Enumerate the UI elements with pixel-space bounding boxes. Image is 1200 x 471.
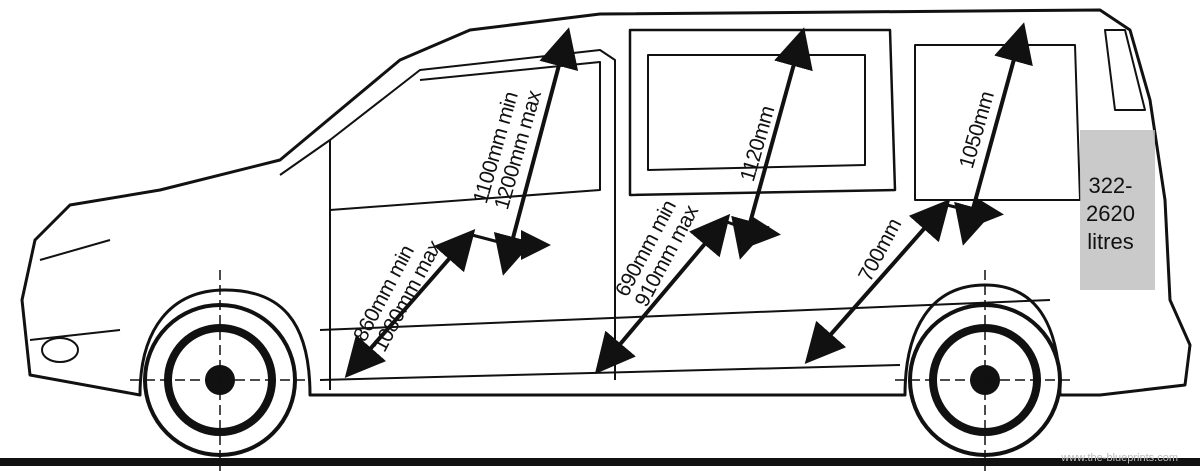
watermark: www.the-blueprints.com	[1061, 452, 1178, 464]
front-legroom-arrow	[344, 228, 476, 379]
second-row-legroom-arrow	[594, 213, 731, 375]
ground-line	[0, 458, 1200, 466]
front-headroom-arrow	[493, 27, 579, 276]
cargo-volume-unit: litres	[1087, 229, 1134, 254]
cargo-volume-max: 2620	[1086, 201, 1135, 226]
cargo-volume-label: 322- 2620 litres	[1086, 172, 1135, 256]
third-row-legroom-arrow	[804, 199, 951, 364]
cargo-volume-min: 322-	[1088, 173, 1133, 198]
second-row-headroom-arrow	[731, 27, 813, 260]
cargo-area-shading	[1080, 130, 1155, 290]
